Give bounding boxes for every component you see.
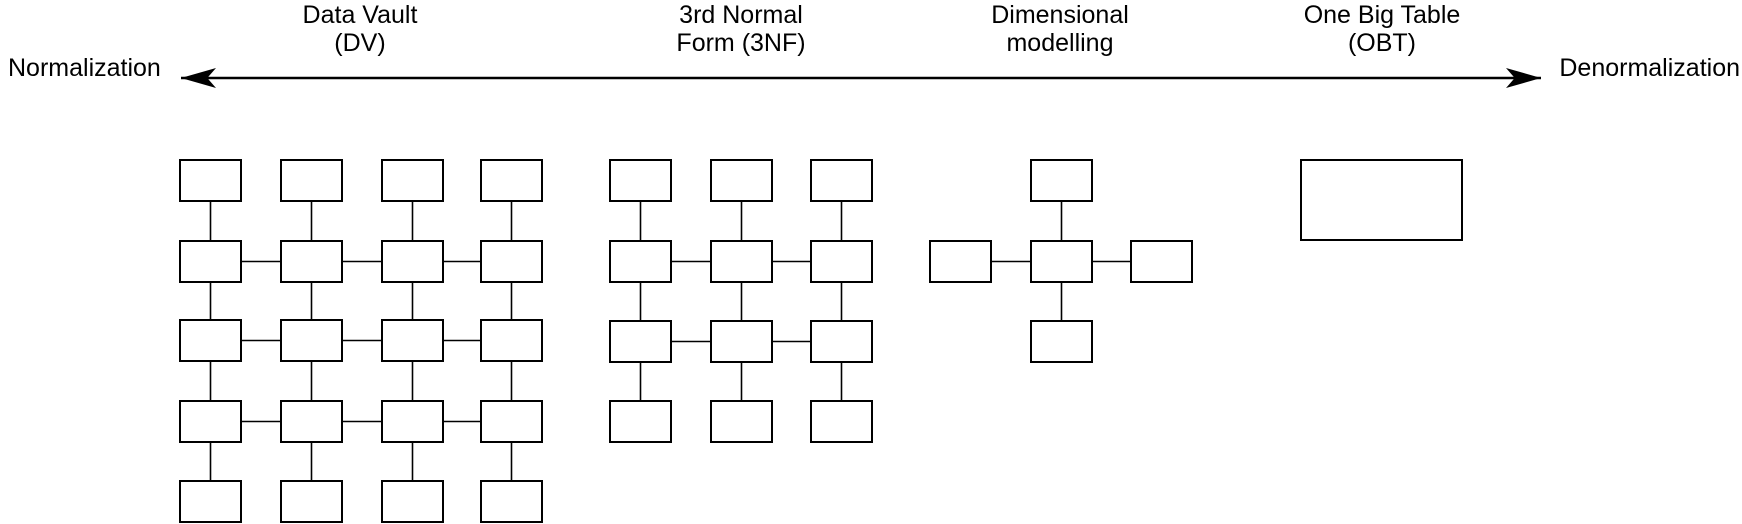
data-vault-table-box — [480, 400, 543, 443]
method-label-line: 3rd Normal — [679, 1, 803, 29]
third-normal-form-table-box — [810, 159, 873, 202]
method-label-third-normal-form: 3rd Normal Form (3NF) — [676, 1, 805, 57]
data-vault-table-box — [480, 240, 543, 283]
dimensional-star-table-box — [1030, 159, 1093, 202]
data-vault-table-box — [280, 159, 343, 202]
third-normal-form-table-box — [609, 400, 672, 443]
third-normal-form-table-box — [609, 159, 672, 202]
data-vault-table-box — [381, 400, 444, 443]
third-normal-form-table-box — [609, 320, 672, 363]
third-normal-form-table-box — [710, 240, 773, 283]
method-label-line: One Big Table — [1303, 1, 1461, 29]
data-vault-table-box — [480, 319, 543, 362]
method-label-line: Form (3NF) — [676, 29, 806, 57]
data-vault-table-box — [179, 159, 242, 202]
data-vault-table-box — [179, 240, 242, 283]
data-vault-table-box — [381, 319, 444, 362]
third-normal-form-table-box — [710, 400, 773, 443]
method-label-line: (DV) — [334, 29, 386, 57]
third-normal-form-table-box — [810, 240, 873, 283]
data-vault-table-box — [280, 400, 343, 443]
dimensional-star-table-box — [1130, 240, 1193, 283]
one-big-table-table-box — [1300, 159, 1463, 241]
dimensional-star-table-box — [929, 240, 992, 283]
data-vault-table-box — [480, 480, 543, 523]
method-label-line: (OBT) — [1347, 29, 1417, 57]
data-vault-table-box — [480, 159, 543, 202]
data-vault-table-box — [179, 319, 242, 362]
third-normal-form-schema — [609, 159, 873, 443]
data-vault-table-box — [381, 480, 444, 523]
method-label-dimensional-modelling: Dimensional modelling — [991, 1, 1129, 57]
method-label-line: modelling — [1006, 29, 1114, 57]
one-big-table-schema — [1300, 159, 1463, 241]
third-normal-form-table-box — [810, 400, 873, 443]
data-vault-table-box — [280, 240, 343, 283]
method-label-line: Data Vault — [302, 1, 418, 29]
axis-label-normalization: Normalization — [8, 54, 161, 82]
data-vault-table-box — [179, 480, 242, 523]
data-vault-table-box — [179, 400, 242, 443]
data-vault-table-box — [381, 159, 444, 202]
dimensional-star-schema — [929, 159, 1193, 363]
data-vault-schema — [179, 159, 543, 523]
data-vault-table-box — [381, 240, 444, 283]
method-label-data-vault: Data Vault (DV) — [303, 1, 418, 57]
third-normal-form-table-box — [710, 320, 773, 363]
dimensional-star-table-box — [1030, 240, 1093, 283]
third-normal-form-table-box — [810, 320, 873, 363]
data-vault-table-box — [280, 319, 343, 362]
method-label-one-big-table: One Big Table (OBT) — [1304, 1, 1461, 57]
dimensional-star-table-box — [1030, 320, 1093, 363]
data-vault-table-box — [280, 480, 343, 523]
third-normal-form-table-box — [609, 240, 672, 283]
method-label-line: Dimensional — [991, 1, 1129, 29]
third-normal-form-table-box — [710, 159, 773, 202]
axis-label-denormalization: Denormalization — [1559, 54, 1740, 82]
